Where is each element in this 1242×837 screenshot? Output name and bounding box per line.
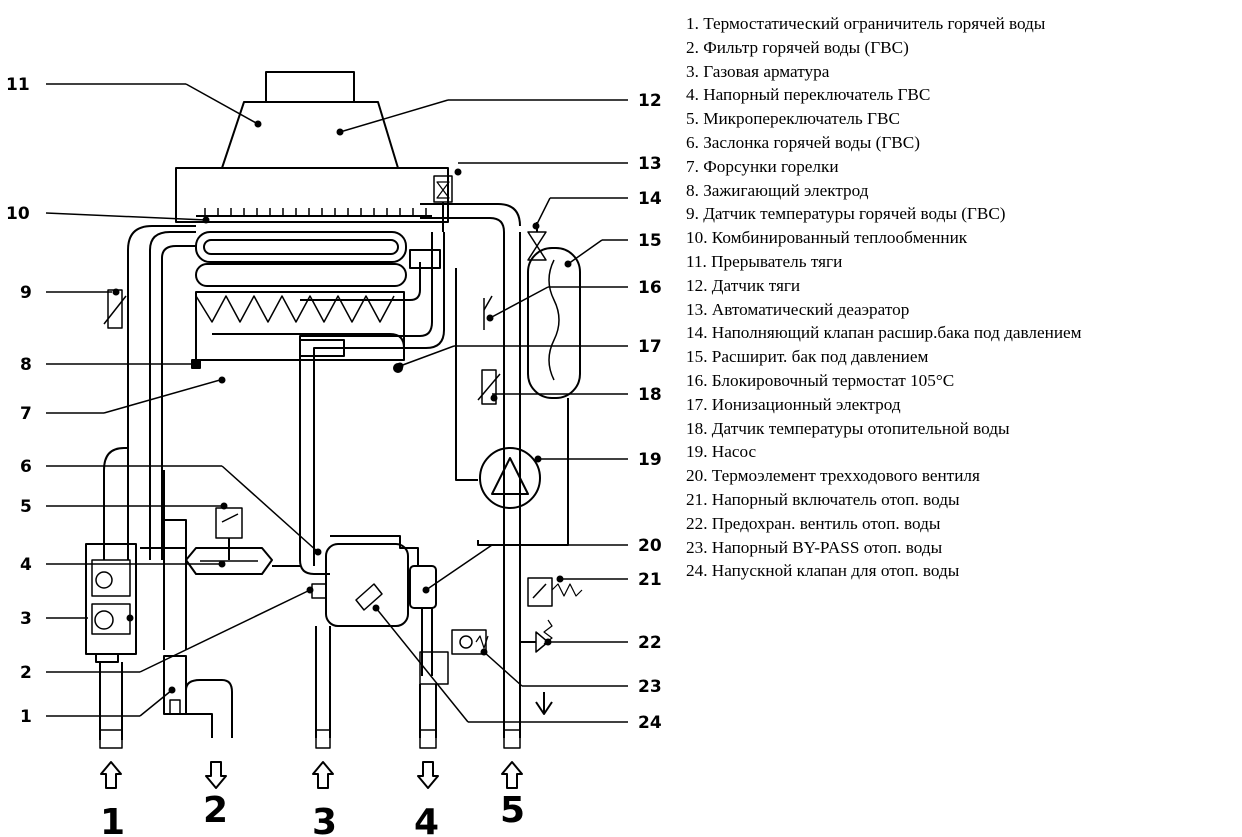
callout-20: 20 [638,536,662,556]
safety-relief-valve [520,619,553,715]
legend-item: 21. Напорный включатель отоп. воды [686,489,960,509]
callout-12: 12 [638,91,662,111]
legend-item: 18. Датчик температуры отопительной воды [686,418,1010,438]
legend-item: 20. Термоэлемент трехходового вентиля [686,466,980,486]
safety-thermostat [483,295,493,330]
legend-item: 15. Расширит. бак под давлением [686,347,929,367]
pump [479,447,541,509]
callout-8: 8 [20,355,32,375]
legend-item: 23. Напорный BY-PASS отоп. воды [686,537,943,557]
legend-item: 5. Микропереключатель ГВС [686,109,900,129]
legend-item: 7. Форсунки горелки [686,156,839,176]
callout-15: 15 [638,231,662,251]
callout-13: 13 [638,154,662,174]
pipe-connections [99,626,521,749]
legend-item: 16. Блокировочный термостат 105°С [686,370,955,390]
legend-item: 22. Предохран. вентиль отоп. воды [686,513,941,533]
air-vent [433,175,453,232]
legend-item: 19. Насос [686,442,757,462]
port-label-3: 3 [312,802,337,837]
legend-item: 13. Автоматический деаэратор [686,299,910,319]
callout-2: 2 [20,663,32,683]
port-label-4: 4 [414,802,439,837]
port-label-1: 1 [100,802,125,837]
callout-24: 24 [638,713,662,733]
arrow-up-icon [501,761,523,789]
callout-11: 11 [6,75,30,95]
gas-valve [85,543,137,663]
callout-4: 4 [20,555,32,575]
heat-exchanger-housing [175,167,449,223]
legend-item: 24. Напускной клапан для отоп. воды [686,561,960,581]
legend-item: 1. Термостатический ограничитель горячей… [686,14,1046,33]
callout-16: 16 [638,278,662,298]
dhw-filter [162,470,187,715]
heating-temp-sensor [477,369,501,405]
callout-10: 10 [6,204,30,224]
callout-23: 23 [638,677,662,697]
heat-exchanger-coils [195,231,441,287]
legend-item: 11. Прерыватель тяги [686,251,843,271]
legend-item: 6. Заслонка горячей воды (ГВС) [686,132,920,152]
callout-5: 5 [20,497,32,517]
legend-item: 3. Газовая арматура [686,61,830,81]
port-label-5: 5 [500,790,525,831]
dhw-temp-sensor [103,289,127,329]
three-way-valve [311,535,449,685]
dhw-microswitch [215,507,243,560]
heating-pressure-switch [527,577,583,607]
callout-22: 22 [638,633,662,653]
legend-list: 1. Термостатический ограничитель горячей… [686,12,1082,583]
legend-item: 10. Комбинированный теплообменник [686,228,968,248]
heat-exchanger-fins [204,208,427,216]
arrow-up-icon [100,761,122,789]
boiler-schematic: 11 12 13 14 10 15 16 9 17 8 18 7 19 6 5 … [6,71,662,837]
legend-item: 2. Фильтр горячей воды (ГВС) [686,37,909,57]
arrow-down-icon [205,761,227,789]
callout-7: 7 [20,404,32,424]
callout-21: 21 [638,570,662,590]
arrow-up-icon [312,761,334,789]
legend-item: 17. Ионизационный электрод [686,394,901,414]
legend-item: 4. Напорный переключатель ГВС [686,85,931,105]
callout-9: 9 [20,283,32,303]
callout-18: 18 [638,385,662,405]
callout-6: 6 [20,457,32,477]
callout-14: 14 [638,189,662,209]
legend-item: 8. Зажигающий электрод [686,180,869,200]
port-label-2: 2 [203,790,228,831]
legend-item: 12. Датчик тяги [686,275,801,295]
arrow-down-icon [417,761,439,789]
callout-1: 1 [20,707,32,727]
callout-19: 19 [638,450,662,470]
callout-3: 3 [20,609,32,629]
bypass-valve [451,629,489,655]
callout-17: 17 [638,337,662,357]
legend-item: 9. Датчик температуры горячей воды (ГВС) [686,204,1006,224]
draught-diverter [221,71,399,169]
legend-item: 14. Наполняющий клапан расшир.бака под д… [686,323,1082,343]
